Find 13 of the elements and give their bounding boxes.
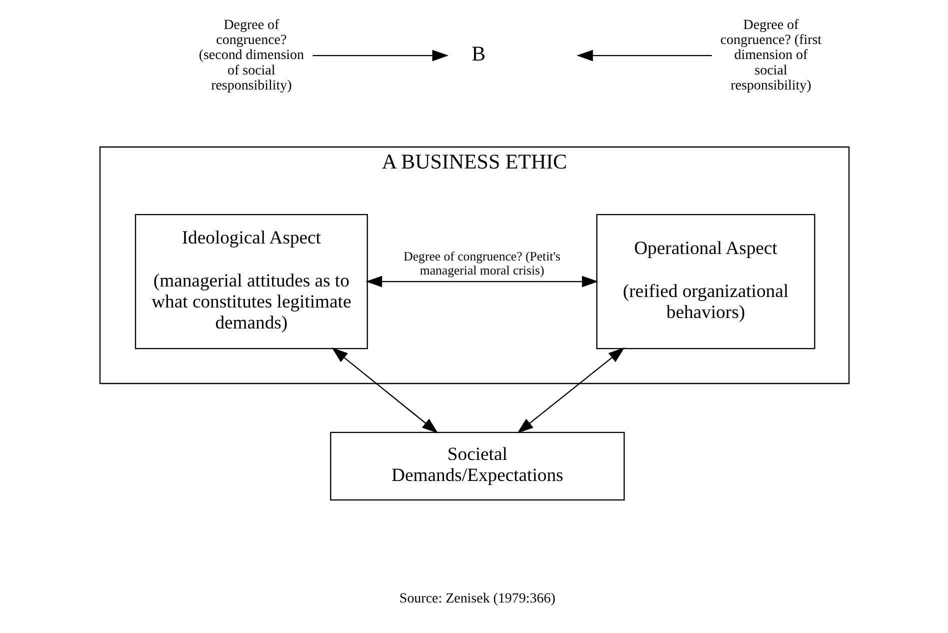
edge-label: Degree of congruence? (Petit's managerial moral crisis) <box>403 249 560 278</box>
node-text: Degree of congruence? (first dimension of social responsibility) <box>720 18 822 94</box>
node-text: B <box>471 42 486 66</box>
node-text: Degree of congruence? (second dimension of social responsibility) <box>198 18 304 94</box>
arrow <box>516 347 624 434</box>
arrow <box>331 347 438 434</box>
label: Source: Zenisek (1979:366) <box>398 592 555 607</box>
arrow <box>312 50 448 62</box>
arrow <box>576 50 712 62</box>
node-box: Societal Demands/Expectations <box>330 432 624 501</box>
node-box: Operational Aspect (reified organizational behaviors) <box>596 214 815 350</box>
node-box: Ideological Aspect (managerial attitudes as to what constitutes legitimate demands) <box>134 214 368 350</box>
arrow <box>365 276 598 288</box>
